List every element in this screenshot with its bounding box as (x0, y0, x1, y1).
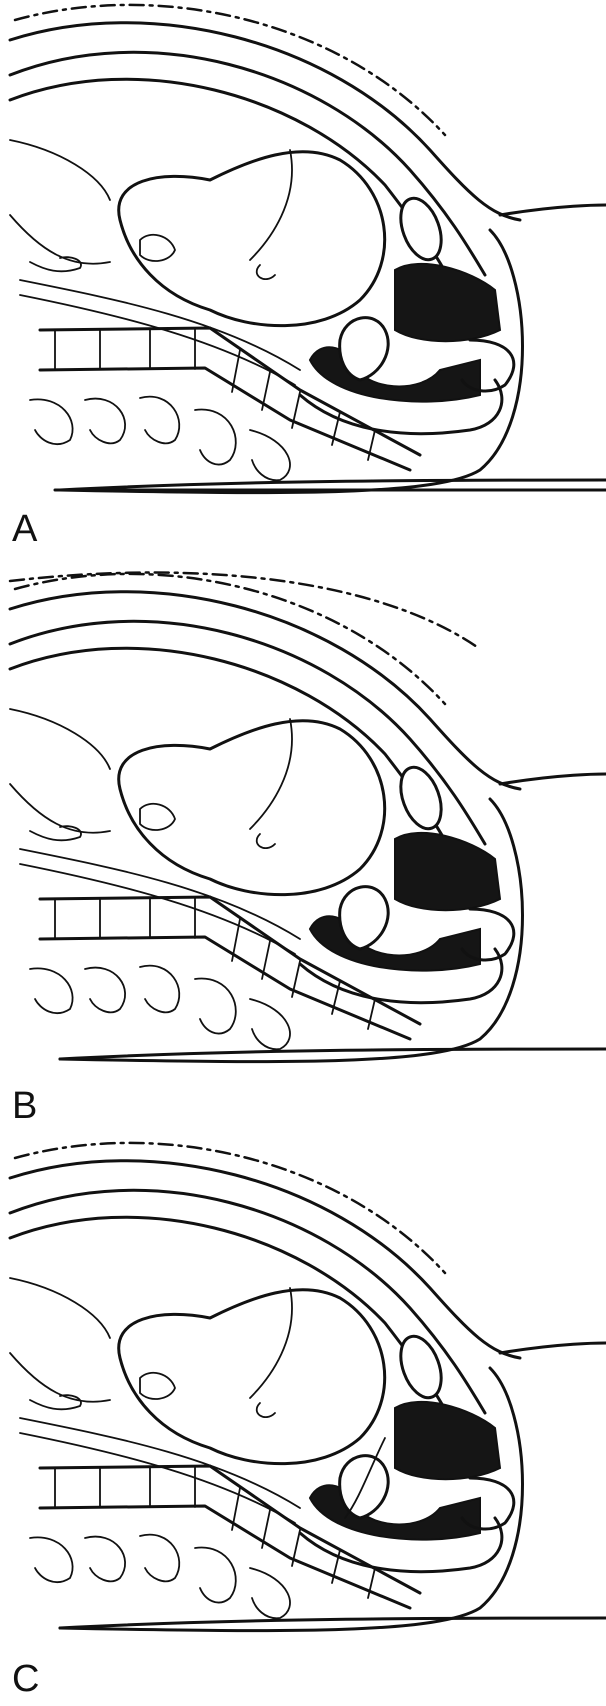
sagittal-section-drawing (0, 569, 606, 1137)
panel-a-label: A (12, 510, 37, 548)
panel-c: C (0, 1138, 606, 1706)
panel-a: A (0, 0, 606, 568)
sagittal-section-drawing (0, 1138, 606, 1706)
panel-c-label: C (12, 1660, 39, 1698)
panel-b-label: B (12, 1087, 37, 1125)
sagittal-section-drawing (0, 0, 606, 568)
panel-b: B (0, 569, 606, 1137)
